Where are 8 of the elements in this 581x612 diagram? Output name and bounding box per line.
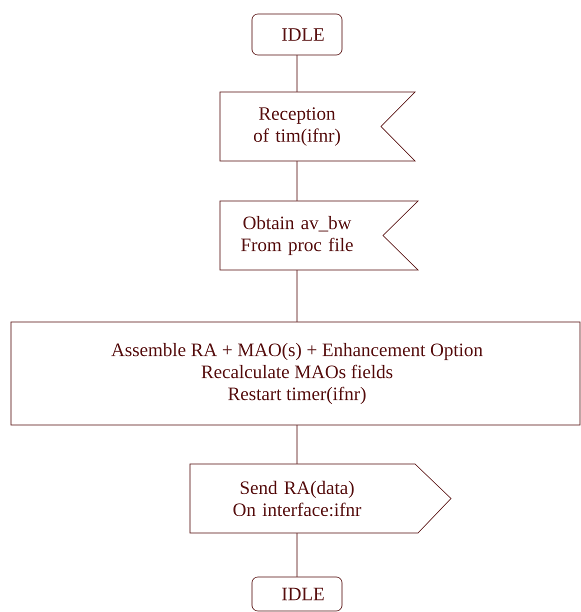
state-box: IDLE (252, 14, 342, 56)
connector-line (296, 270, 298, 322)
process-box: Assemble RA + MAO(s) + Enhancement Option Recalculate MAOs fields Restart timer(ifnr) (10, 322, 580, 426)
state-box: IDLE (252, 576, 342, 612)
connector-line (296, 160, 298, 202)
connector-line (296, 54, 298, 92)
connector-line (296, 424, 298, 464)
connector-line (296, 532, 298, 578)
